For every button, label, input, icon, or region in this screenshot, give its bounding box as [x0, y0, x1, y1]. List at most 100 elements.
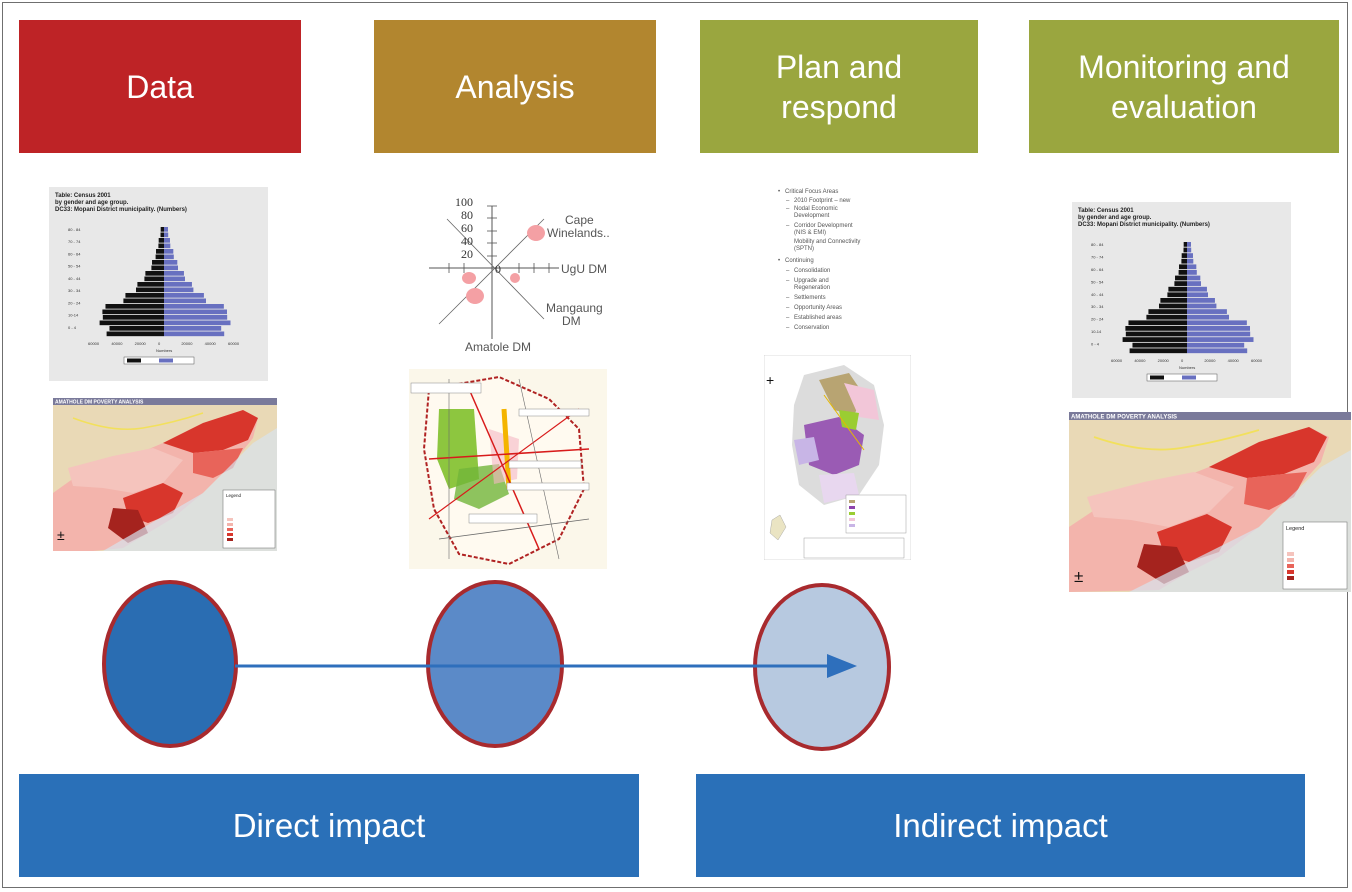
pyramid-female-bar	[164, 227, 168, 232]
pyramid-male-bar	[1146, 314, 1187, 320]
cfa-item-4: Corridor Development	[794, 223, 853, 229]
pyramid-male-bar	[158, 243, 164, 249]
pyramid-male-bar	[105, 304, 164, 309]
pyramid-female-bar	[1187, 292, 1208, 298]
cfa-item-13: Opportunity Areas	[794, 305, 842, 311]
legend-male-swatch-1	[127, 358, 141, 363]
pyramid-age-label: 0 - 4	[1091, 342, 1100, 347]
pyramid-female-bar	[164, 293, 204, 298]
pyramid-age-label: 40 - 44	[1091, 292, 1104, 297]
pyramid-female-bar	[1187, 331, 1251, 337]
pyramid-chart-1: Table: Census 2001 by gender and age gro…	[55, 193, 240, 365]
pyramid-female-bar	[1187, 242, 1191, 247]
radar-label-mangaung: Mangaung	[546, 301, 603, 315]
cfa-item-8: Continuing	[785, 258, 814, 264]
pyramid-age-label: 30 - 34	[1091, 304, 1104, 309]
pyramid-age-label: 80 - 84	[1091, 242, 1104, 247]
pyramid-title-2: by gender and age group.	[55, 200, 129, 206]
radar-chart: 100 80 60 40 20 0 Cape Winelands... UgU …	[429, 195, 609, 354]
map2-title: AMATHOLE DM POVERTY ANALYSIS	[1071, 415, 1177, 421]
critical-focus-areas-thumbnail: • Critical Focus Areas – 2010 Footprint …	[772, 185, 922, 345]
pyramid-male-bar	[155, 254, 164, 260]
map2-legend-title: Legend	[1286, 526, 1304, 532]
pyramid-age-label: 50 - 54	[68, 264, 81, 269]
pyramid-female-bar	[1187, 314, 1229, 320]
pyramid-age-label: 70 - 74	[1091, 254, 1104, 259]
pyramid-male-bar	[1129, 348, 1187, 354]
pyramid-female-bar	[164, 276, 185, 282]
pyramid-x-label: Numbers	[1179, 365, 1195, 370]
pyramid-male-bar	[160, 232, 164, 238]
pyramid-x-tick: 20000	[1204, 358, 1216, 363]
pyramid-age-label: 80 - 84	[68, 227, 81, 232]
pyramid-x-tick: 0	[1181, 358, 1184, 363]
pyramid-female-bar	[164, 309, 227, 315]
pyramid-male-bar	[1179, 264, 1187, 270]
analysis-map	[409, 369, 607, 569]
direct-impact-label: Direct impact	[232, 806, 426, 844]
pyramid-male-bar	[1178, 270, 1187, 275]
pyramid-female-bar	[1187, 337, 1254, 342]
pyramid-male-bar	[156, 249, 164, 254]
pyramid-male-bar	[1183, 247, 1187, 253]
pyramid-female-bar	[1187, 342, 1245, 348]
stage-data-label: Data	[126, 68, 194, 105]
pyramid-female-bar	[164, 287, 194, 293]
svg-text:–: –	[786, 206, 790, 212]
pyramid-female-bar	[1187, 303, 1217, 309]
cfa-item-1: 2010 Footprint – new	[794, 198, 851, 204]
svg-text:–: –	[786, 223, 790, 229]
svg-text:–: –	[786, 268, 790, 274]
pyramid-title-1: Table: Census 2001	[55, 193, 111, 199]
pyramid-male-bar	[99, 320, 164, 326]
radar-label-cape-2: Winelands...	[547, 226, 609, 240]
pyramid-male-bar	[1181, 258, 1187, 264]
radar-label-mangaung-2: DM	[562, 314, 581, 328]
stage-monitoring-label-line2: evaluation	[1111, 88, 1257, 125]
stage-data-header: Data	[19, 20, 301, 153]
stage-monitoring-label-line1: Monitoring and	[1078, 48, 1290, 85]
pyramid-age-label: 20 - 24	[1091, 317, 1104, 322]
stage-monitoring-header: Monitoring and evaluation	[1029, 20, 1339, 153]
pyramid-x-tick: 40000	[1134, 358, 1146, 363]
pyramid2-title-2: by gender and age group.	[1078, 215, 1152, 221]
pyramid-male-bar	[152, 260, 164, 265]
pyramid-male-bar	[102, 315, 164, 320]
pyramid-male-bar	[144, 276, 164, 282]
pyramid-male-bar	[1175, 275, 1187, 281]
pyramid-x-tick: 40000	[205, 341, 217, 346]
pyramid-male-bar	[123, 298, 164, 304]
pyramid-age-label: 60 - 64	[68, 251, 81, 256]
map-title-1: AMATHOLE DM POVERTY ANALYSIS	[55, 400, 144, 406]
indirect-impact-box: Indirect impact	[696, 774, 1305, 877]
cfa-item-0: Critical Focus Areas	[785, 189, 838, 195]
svg-text:–: –	[786, 325, 790, 331]
circle-analysis-stage	[426, 580, 564, 748]
pyramid-female-bar	[164, 282, 192, 287]
svg-text:–: –	[786, 198, 790, 204]
pyramid-female-bar	[164, 320, 231, 326]
stage-analysis-label: Analysis	[455, 68, 575, 105]
stage-analysis-header: Analysis	[374, 20, 656, 153]
diagram: Data Analysis Plan and respond Monitorin…	[19, 20, 1351, 880]
pyramid-female-bar	[1187, 270, 1197, 275]
indirect-impact-label: Indirect impact	[893, 806, 1108, 844]
pyramid-female-bar	[1187, 326, 1250, 331]
pyramid-male-bar	[158, 238, 164, 243]
north-arrow-icon-1: ±	[57, 527, 65, 543]
legend-female-swatch-1	[159, 358, 173, 363]
pyramid-age-label: 0 - 4	[68, 325, 77, 330]
pyramid-title-3: DC33: Mopani District municipality. (Num…	[55, 207, 187, 213]
pyramid-male-bar	[125, 293, 164, 298]
pyramid-age-label: 10-14	[1091, 329, 1102, 334]
pyramid-x-tick: 60000	[1251, 358, 1263, 363]
radar-chart-thumbnail: 100 80 60 40 20 0 Cape Winelands... UgU …	[429, 194, 609, 374]
cfa-item-10: Upgrade and	[794, 278, 829, 284]
pyramid-female-bar	[164, 232, 169, 238]
pyramid-x-tick: 20000	[135, 341, 147, 346]
pyramid-x-tick: 0	[158, 341, 161, 346]
pyramid-male-bar	[1167, 292, 1187, 298]
pyramid-male-bar	[145, 271, 164, 276]
pyramid-male-bar	[1160, 298, 1187, 303]
